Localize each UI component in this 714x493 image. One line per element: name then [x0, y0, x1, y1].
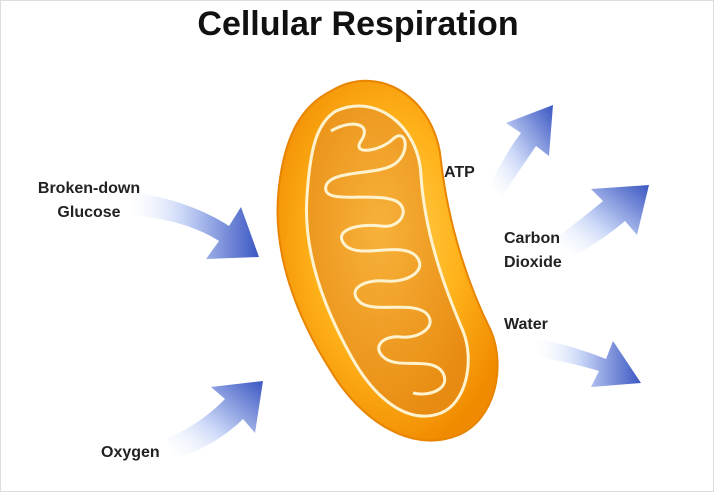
- label-atp: ATP: [444, 164, 475, 181]
- mitochondrion: [276, 79, 499, 442]
- label-carbon-dioxide-line-2: Dioxide: [504, 254, 562, 271]
- label-oxygen: Oxygen: [101, 444, 160, 461]
- label-carbon-dioxide: Carbon Dioxide: [504, 227, 562, 275]
- diagram-title: Cellular Respiration: [197, 5, 519, 43]
- arrow-carbon-dioxide: [557, 185, 649, 257]
- label-broken-down-glucose: Broken-down Glucose: [29, 177, 149, 225]
- mitochondrion-inner-membrane: [305, 104, 470, 418]
- arrow-water: [531, 337, 641, 387]
- cristae: [324, 122, 447, 396]
- arrow-glucose: [121, 191, 259, 259]
- arrow-oxygen: [166, 381, 263, 459]
- arrow-atp: [489, 105, 553, 199]
- label-carbon-dioxide-line-1: Carbon: [504, 230, 560, 247]
- label-glucose-line-1: Broken-down: [37, 180, 141, 197]
- label-water: Water: [504, 316, 548, 333]
- label-glucose-line-2: Glucose: [57, 204, 121, 221]
